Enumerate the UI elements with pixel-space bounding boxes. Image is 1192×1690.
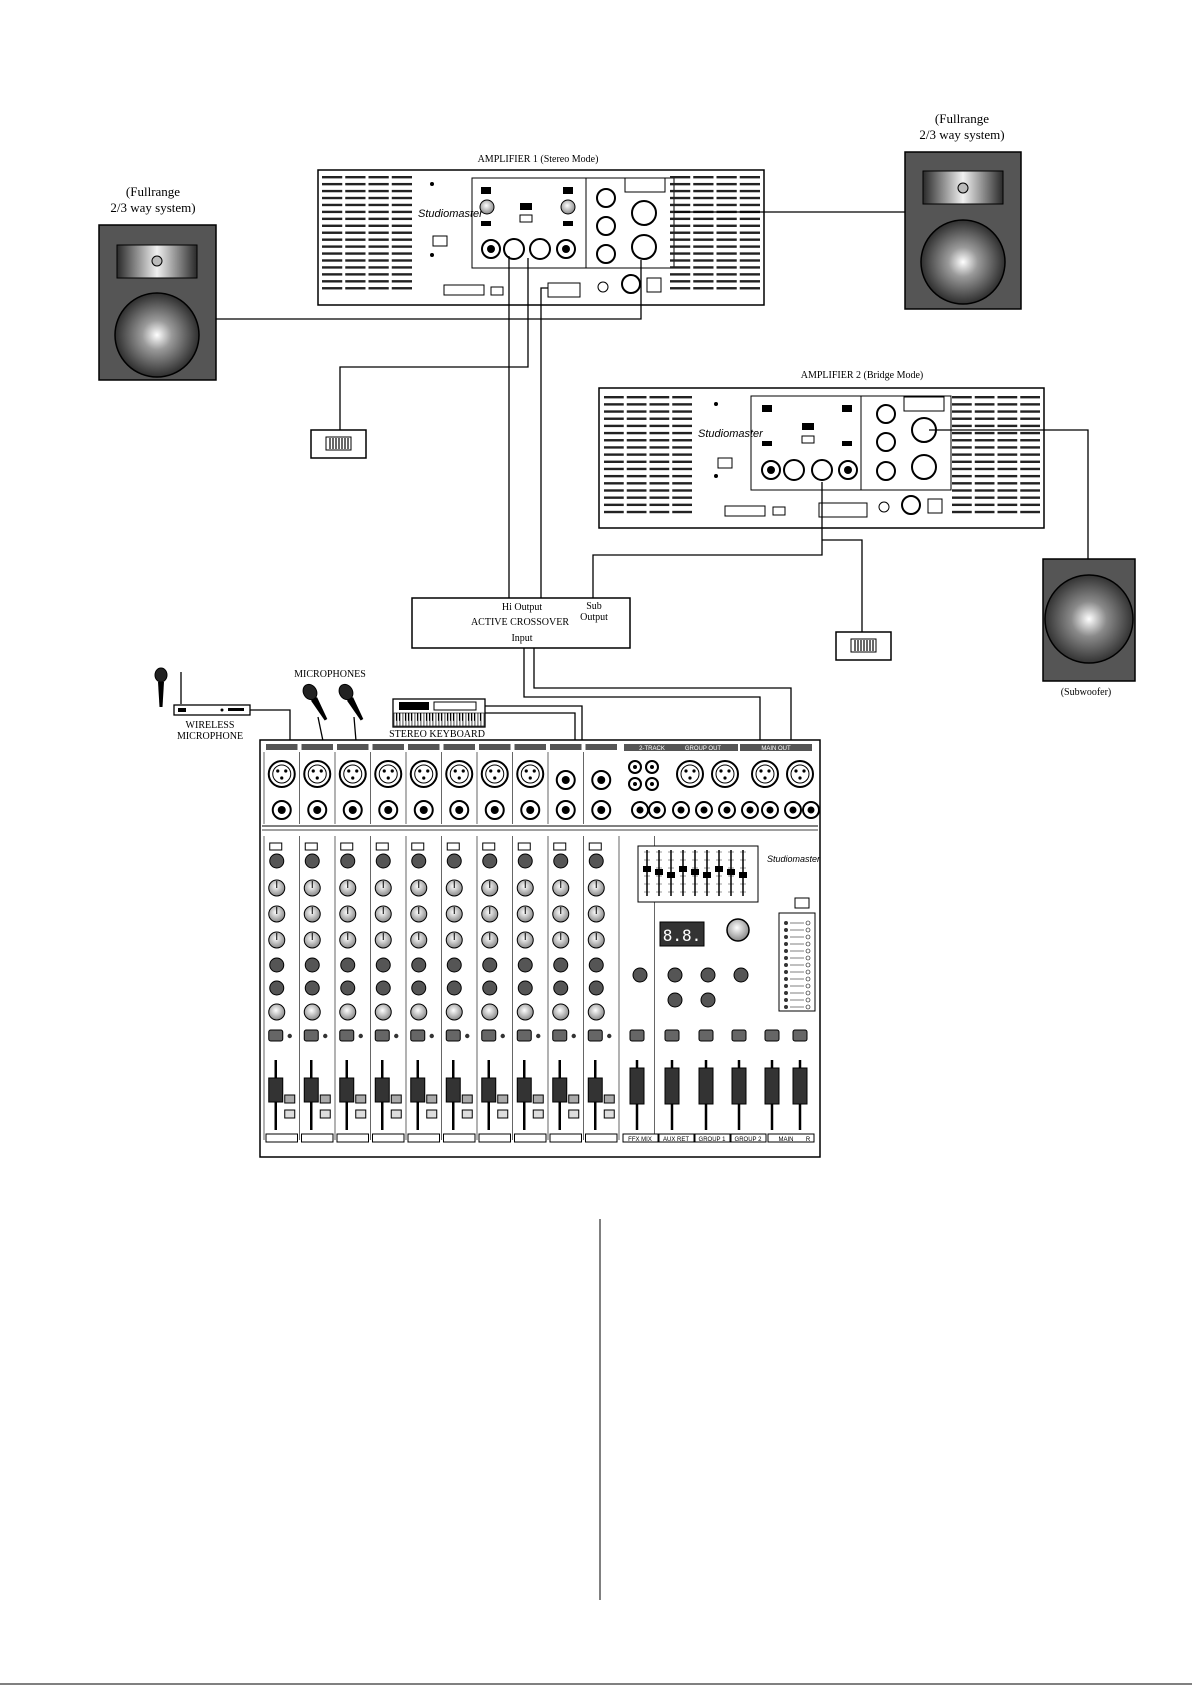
mixing-console: 2-TRACK GROUP OUT MAIN OUT Studiomaster … xyxy=(259,739,821,1158)
speaker-right-label: (Fullrange 2/3 way system) xyxy=(919,111,1004,142)
subwoofer-label: (Subwoofer) xyxy=(1061,687,1112,698)
wireless-label-line1: WIRELESS xyxy=(186,720,235,731)
active-crossover: Hi Output Sub Output ACTIVE CROSSOVER In… xyxy=(411,597,631,649)
power-outlet-2 xyxy=(835,631,892,661)
power-outlet-1 xyxy=(310,429,367,459)
amplifier-1: Studiomaster xyxy=(317,169,765,306)
amp-vent-grille xyxy=(604,396,692,514)
crossover-hi-output: Hi Output xyxy=(502,602,543,613)
mixer-display: 8.8. xyxy=(663,926,702,945)
speaker-right xyxy=(904,151,1022,310)
bottom-label-main: MAIN xyxy=(779,1137,794,1143)
mixer-group-out-label: GROUP OUT xyxy=(685,746,722,752)
crossover-sub-output-line2: Output xyxy=(580,612,608,623)
amp-vent-grille xyxy=(952,396,1040,514)
microphone-1 xyxy=(302,683,328,721)
crossover-title: ACTIVE CROSSOVER xyxy=(471,617,569,628)
speaker-right-label-line2: 2/3 way system) xyxy=(919,127,1004,142)
microphone-2 xyxy=(338,683,364,721)
stereo-keyboard xyxy=(392,698,486,728)
mixer-brand: Studiomaster xyxy=(767,854,821,864)
speaker-right-label-line1: (Fullrange xyxy=(935,111,989,126)
subwoofer-speaker xyxy=(1042,558,1136,682)
crossover-sub-output-line1: Sub xyxy=(586,601,602,612)
speaker-left-label: (Fullrange 2/3 way system) xyxy=(110,184,195,215)
mixer-two-track-label: 2-TRACK xyxy=(639,746,665,752)
speaker-left xyxy=(98,224,217,381)
amp-vent-grille xyxy=(322,176,412,290)
keyboard-label: STEREO KEYBOARD xyxy=(389,729,485,740)
amp2-brand: Studiomaster xyxy=(698,428,764,440)
speaker-left-label-line2: 2/3 way system) xyxy=(110,200,195,215)
bottom-label-r: R xyxy=(806,1137,811,1143)
amp2-title: AMPLIFIER 2 (Bridge Mode) xyxy=(801,370,924,381)
outlet-hatch xyxy=(854,640,874,651)
bottom-label-group-2: GROUP 2 xyxy=(735,1137,763,1143)
mixer-main-out-label: MAIN OUT xyxy=(761,746,791,752)
amp1-title: AMPLIFIER 1 (Stereo Mode) xyxy=(478,154,599,165)
bottom-label-group-1: GROUP 1 xyxy=(699,1137,727,1143)
microphones-label: MICROPHONES xyxy=(294,669,366,680)
amp1-brand: Studiomaster xyxy=(418,208,484,220)
bottom-label-ffx-mix: FFX MIX xyxy=(628,1137,652,1143)
crossover-input: Input xyxy=(511,633,532,644)
speaker-left-label-line1: (Fullrange xyxy=(126,184,180,199)
outlet-hatch xyxy=(329,438,349,449)
wireless-label-line2: MICROPHONE xyxy=(177,731,243,742)
amplifier-2: Studiomaster xyxy=(598,387,1045,529)
bottom-label-aux-ret: AUX RET xyxy=(663,1137,689,1143)
wireless-microphone xyxy=(154,667,251,716)
